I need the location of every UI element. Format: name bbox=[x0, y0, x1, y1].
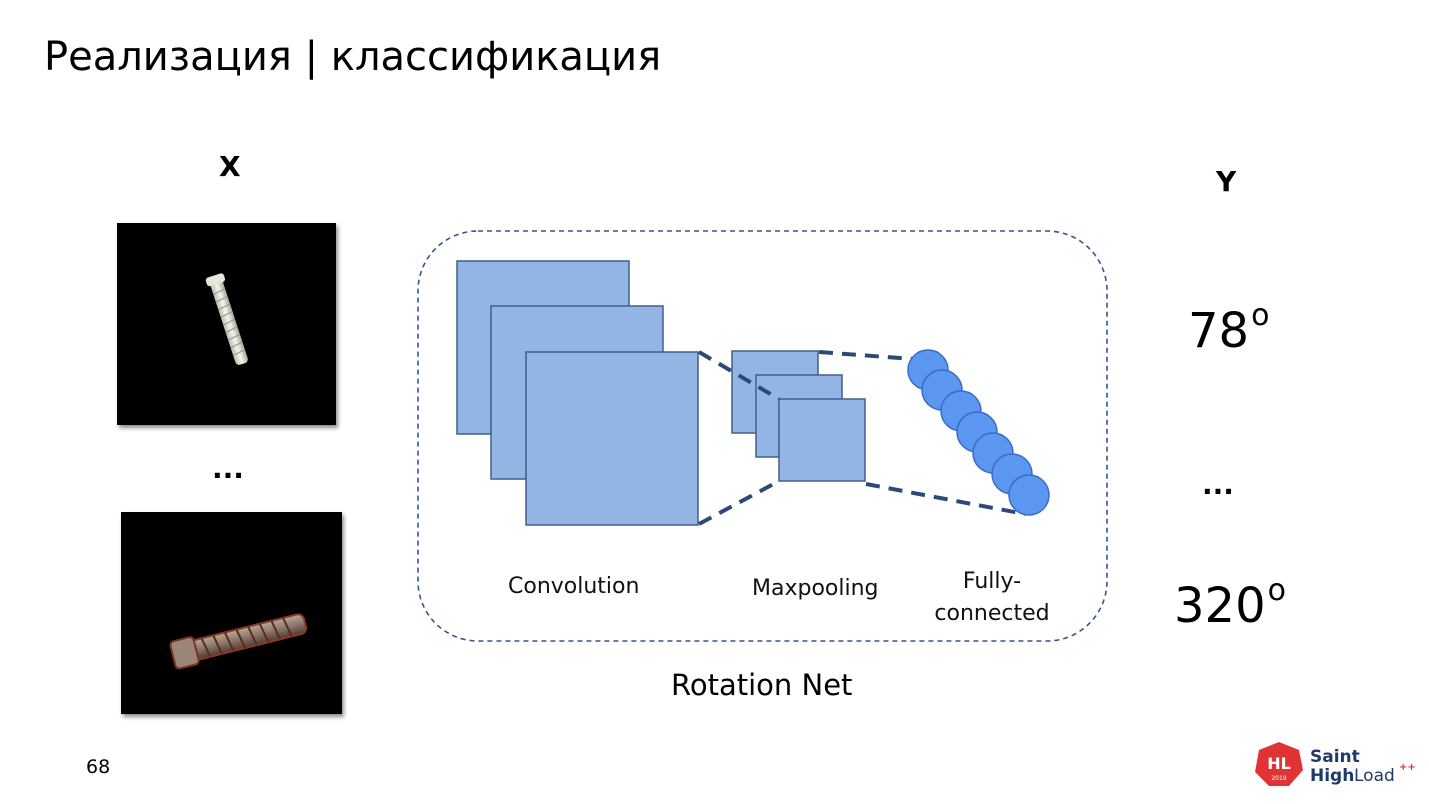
network-boundary bbox=[417, 230, 1108, 642]
fully-connected-label: Fully- connected bbox=[928, 566, 1056, 630]
fc-node-7 bbox=[1008, 474, 1050, 516]
output-value-2-number: 320 bbox=[1174, 578, 1266, 634]
input-label: X bbox=[219, 150, 241, 183]
pool-layer-3 bbox=[778, 398, 866, 482]
convolution-label: Convolution bbox=[508, 574, 640, 599]
output-value-2-unit: o bbox=[1267, 573, 1286, 608]
output-value-1-number: 78 bbox=[1188, 303, 1250, 359]
input-ellipsis: ... bbox=[212, 452, 244, 485]
logo-line1: Saint bbox=[1310, 747, 1360, 767]
input-image-screw-white bbox=[117, 223, 336, 425]
connector-lines bbox=[697, 350, 1026, 526]
output-label: Y bbox=[1216, 165, 1237, 198]
hl-badge-text: HL bbox=[1267, 754, 1291, 773]
conv-layer-3 bbox=[525, 351, 699, 526]
output-ellipsis: ... bbox=[1202, 468, 1234, 501]
output-value-1: 78o bbox=[1188, 298, 1269, 359]
fully-connected-label-line1: Fully- bbox=[962, 569, 1022, 594]
input-image-screw-metal bbox=[121, 512, 342, 714]
fc-nodes bbox=[907, 349, 1050, 516]
logo-line2-b: Load bbox=[1354, 766, 1395, 786]
fully-connected-label-line2: connected bbox=[934, 601, 1050, 626]
logo-superscript: ++ bbox=[1399, 762, 1416, 773]
page-number: 68 bbox=[86, 756, 111, 778]
saint-highload-logo: HL 2019 Saint High Load ++ bbox=[1255, 742, 1416, 786]
output-value-1-unit: o bbox=[1251, 298, 1270, 333]
slide-title: Реализация | классификация bbox=[44, 34, 662, 80]
logo-line2-a: High bbox=[1310, 766, 1354, 786]
screw-metal-icon bbox=[169, 613, 308, 670]
screw-white-icon bbox=[205, 273, 248, 365]
hl-badge-year: 2019 bbox=[1271, 775, 1286, 782]
output-value-2: 320o bbox=[1174, 573, 1286, 634]
maxpooling-label: Maxpooling bbox=[752, 576, 879, 601]
hl-badge-icon bbox=[1255, 742, 1303, 786]
network-name: Rotation Net bbox=[671, 668, 853, 702]
